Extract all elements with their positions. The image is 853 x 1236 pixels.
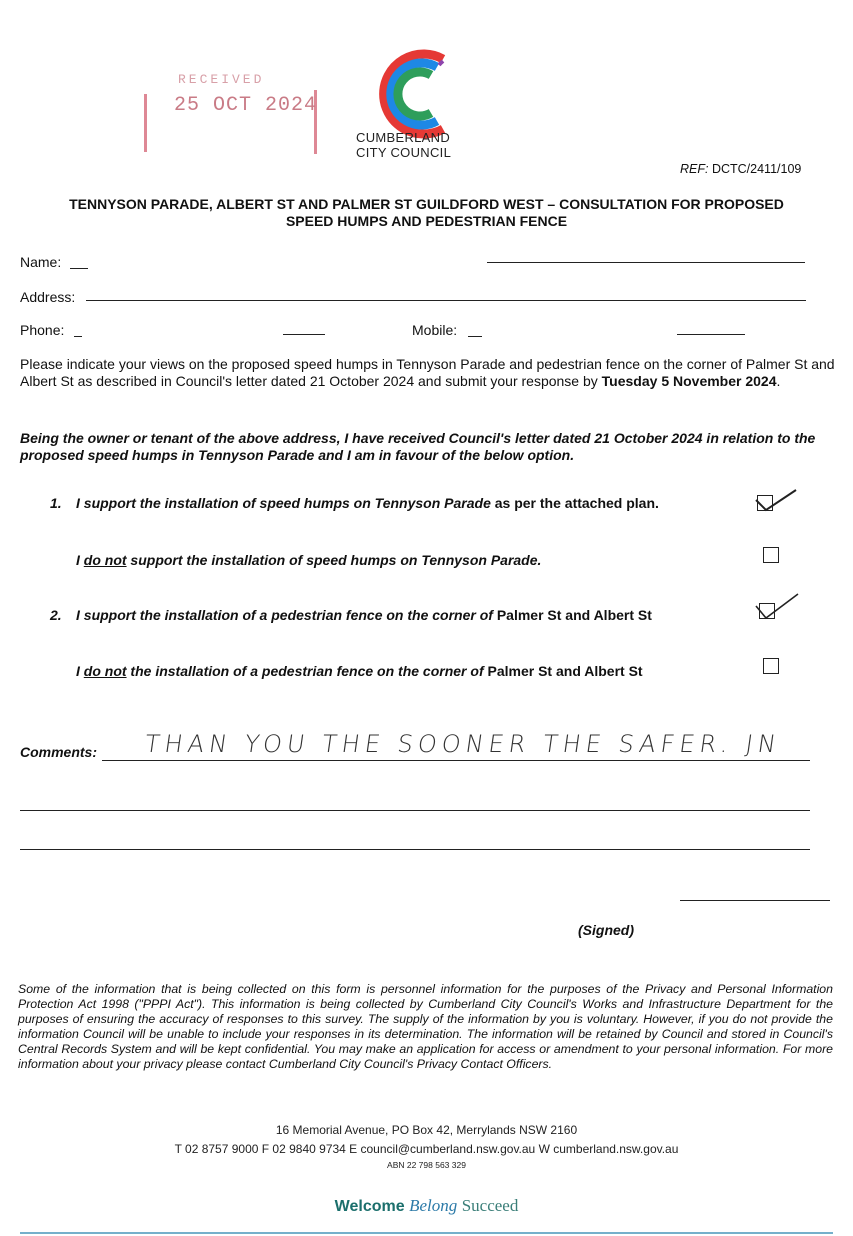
option-pre: I — [76, 552, 84, 568]
name-label: Name: — [20, 254, 62, 270]
option-text-plain: Palmer St and Albert St — [483, 663, 643, 679]
name-line[interactable] — [487, 262, 805, 263]
option-1-oppose-speed-humps: I do not support the installation of spe… — [76, 552, 541, 568]
intro-text: Please indicate your views on the propos… — [20, 356, 835, 389]
stamp-received-text: RECEIVED — [178, 72, 265, 87]
mobile-line[interactable] — [677, 334, 745, 335]
privacy-notice: Some of the information that is being co… — [18, 982, 833, 1071]
intro-paragraph: Please indicate your views on the propos… — [20, 356, 835, 390]
option-text-plain: Palmer St and Albert St — [492, 607, 652, 623]
option-text: I support the installation of a pedestri… — [76, 607, 493, 623]
address-label: Address: — [20, 289, 76, 305]
signed-label: (Signed) — [578, 922, 634, 938]
phone-label: Phone: — [20, 322, 65, 338]
slogan-belong: Belong — [409, 1196, 458, 1215]
comments-label: Comments: — [20, 744, 98, 760]
option-underline: do not — [83, 552, 127, 568]
received-stamp: RECEIVED 25 OCT 2024 — [138, 70, 323, 160]
option-2-oppose-fence: I do not the installation of a pedestria… — [76, 663, 643, 679]
check-mark-icon — [755, 593, 799, 620]
title-line1: TENNYSON PARADE, ALBERT ST AND PALMER ST… — [69, 196, 784, 212]
slogan-welcome: Welcome — [334, 1198, 405, 1215]
handwritten-comment: THAN YOU THE SOONER THE SAFER. JN — [143, 730, 783, 758]
ref-value: DCTC/2411/109 — [711, 162, 802, 176]
option-text-plain: as per the attached plan. — [490, 495, 659, 511]
signature-line[interactable] — [680, 900, 830, 901]
logo-line2: CITY COUNCIL — [356, 145, 452, 160]
stamp-date: 25 OCT 2024 — [174, 94, 318, 117]
footer-abn: ABN 22 798 563 329 — [387, 1160, 466, 1170]
intro-deadline: Tuesday 5 November 2024 — [601, 373, 777, 389]
document-title: TENNYSON PARADE, ALBERT ST AND PALMER ST… — [20, 196, 833, 230]
phone-line[interactable] — [283, 334, 325, 335]
checkbox-oppose-speed-humps[interactable] — [763, 547, 779, 563]
check-mark-icon — [755, 489, 797, 512]
option-text: support the installation of speed humps … — [126, 552, 542, 568]
phone-short-line[interactable] — [74, 336, 82, 337]
logo-wordmark: CUMBERLAND CITY COUNCIL — [356, 130, 451, 160]
reference-number: REF: DCTC/2411/109 — [680, 162, 801, 176]
footer-address: 16 Memorial Avenue, PO Box 42, Merryland… — [275, 1123, 578, 1137]
option-underline: do not — [83, 663, 127, 679]
logo-line1: CUMBERLAND — [356, 130, 451, 145]
slogan-succeed: Succeed — [461, 1196, 519, 1215]
intro-end: . — [776, 373, 781, 389]
council-slogan: Welcome Belong Succeed — [0, 1196, 853, 1216]
title-line2: SPEED HUMPS AND PEDESTRIAN FENCE — [285, 213, 568, 229]
name-short-line[interactable] — [70, 268, 88, 269]
checkbox-oppose-fence[interactable] — [763, 658, 779, 674]
address-line[interactable] — [86, 300, 806, 301]
comments-line-3[interactable] — [20, 849, 810, 850]
footer-rule — [20, 1232, 833, 1234]
footer-contacts: T 02 8757 9000 F 02 9840 9734 E council@… — [174, 1142, 679, 1156]
mobile-label: Mobile: — [412, 322, 458, 338]
option-number: 2. — [50, 607, 62, 623]
comments-line-2[interactable] — [20, 810, 810, 811]
option-1-support-speed-humps: 1. I support the installation of speed hu… — [50, 495, 659, 511]
option-number: 1. — [50, 495, 62, 511]
comments-line-1[interactable] — [102, 760, 810, 761]
option-text: I support the installation of speed hump… — [76, 495, 491, 511]
option-text: the installation of a pedestrian fence o… — [126, 663, 484, 679]
mobile-short-line[interactable] — [468, 336, 482, 337]
declaration-paragraph: Being the owner or tenant of the above a… — [20, 430, 816, 463]
option-pre: I — [76, 663, 84, 679]
option-2-support-fence: 2. I support the installation of a pedest… — [50, 607, 652, 623]
cumberland-logo-icon — [379, 49, 446, 139]
ref-label: REF: — [680, 162, 709, 176]
